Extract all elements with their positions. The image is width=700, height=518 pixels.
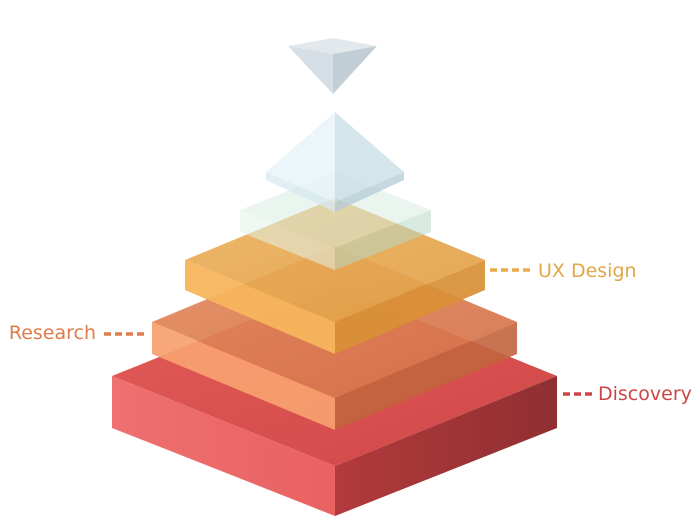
ux-design-right-face (335, 260, 485, 354)
ux-design-left-face (185, 260, 335, 354)
callout-ux-design: UX Design (490, 260, 637, 282)
pale-green-right-face (335, 210, 431, 270)
research-left-face (152, 322, 335, 430)
inverted-pyramid-top-face (288, 38, 377, 54)
callout-discovery: Discovery (563, 383, 692, 405)
pale-green-left-face (240, 210, 335, 270)
discovery-left-face (112, 376, 335, 516)
layer-light-blue-pyramid (266, 112, 404, 212)
research-label: Research (9, 322, 96, 344)
callout-research: Research (9, 322, 148, 344)
blue-pyramid-base-left (266, 172, 335, 212)
blue-pyramid-base-right (335, 172, 404, 212)
inverted-pyramid-left-face (288, 46, 333, 94)
top-inverted-pyramid (288, 38, 377, 94)
discovery-label: Discovery (598, 383, 692, 405)
ux-design-label: UX Design (538, 260, 637, 282)
inverted-pyramid-right-face (333, 46, 377, 94)
discovery-right-face (335, 376, 557, 516)
research-right-face (335, 322, 517, 430)
